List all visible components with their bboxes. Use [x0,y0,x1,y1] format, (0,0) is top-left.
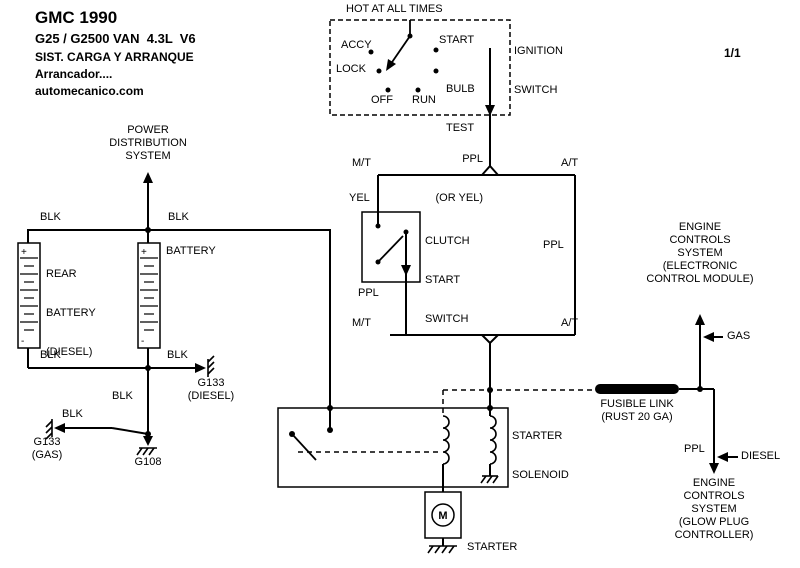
wire-label-ppl-at: PPL [543,239,564,251]
wire-label-blk-low-left: BLK [40,349,61,361]
ignition-switch-label: IGNITION SWITCH [514,19,563,110]
wire-label-blk-bus-left: BLK [40,211,61,223]
g108-ground-icon [136,436,157,456]
dashed-wires [298,389,595,453]
solenoid-ground-icon [480,475,499,484]
label-line: CONTROLS [683,490,745,502]
engine-controls-glow-label: ENGINE CONTROLS SYSTEM (GLOW PLUG CONTRO… [646,477,782,542]
rear-battery-minus-sign: - [21,336,24,347]
rear-battery-label: REAR BATTERY (DIESEL) [46,242,96,372]
starter-solenoid-label: STARTER SOLENOID [512,404,569,495]
rear-battery-plus-sign: + [21,247,27,258]
page-number: 1/1 [724,46,741,60]
junction-dots [145,227,703,437]
main-battery-label: BATTERY [166,245,216,257]
fusible-link-label: FUSIBLE LINK (RUST 20 GA) [577,398,697,424]
wires [27,48,738,546]
engine-controls-ecm-label: ENGINE CONTROLS SYSTEM (ELECTRONIC CONTR… [632,221,768,286]
starter-motor-symbol: M [424,491,462,554]
motor-m-symbol: M [438,510,447,522]
label-line: SWITCH [514,84,558,96]
label-line: CONTROL MODULE) [646,273,754,285]
flow-arrows [143,105,728,474]
label-line: G133 [33,436,61,448]
label-line: PPL [462,153,483,165]
label-line: (DIESEL) [187,390,235,402]
label-line: SOLENOID [512,469,569,481]
label-line: SYSTEM [125,150,171,162]
label-line: (GAS) [31,449,63,461]
fusible-link-icon [595,384,679,394]
label-line: (DIESEL) [46,346,93,358]
label-line: CLUTCH [425,235,470,247]
ignition-pos-off: OFF [371,94,393,106]
g133-diesel-ground-icon [195,355,215,377]
clutch-start-switch-label: CLUTCH START SWITCH [425,209,470,339]
power-distribution-label: POWER DISTRIBUTION SYSTEM [88,124,208,163]
gas-label: GAS [727,330,751,342]
wire-label-at-lower: A/T [561,317,579,329]
g133-gas-label: G133 (GAS) [18,436,76,462]
ignition-pos-start: START [439,34,475,46]
wire-label-mt-lower: M/T [352,317,371,329]
label-line: ENGINE [678,221,722,233]
starter-motor-label: STARTER MOTOR [467,515,517,568]
ignition-pos-bulb-test: BULB TEST [446,57,475,148]
diesel-label: DIESEL [741,450,781,462]
wire-label-ppl-or-yel: PPL (OR YEL) [425,127,483,218]
label-line: CONTROLS [669,234,731,246]
vehicle-title: GMC 1990 [35,8,118,27]
label-line: SYSTEM [691,503,737,515]
label-line: FUSIBLE LINK [600,398,674,410]
label-line: (RUST 20 GA) [601,411,673,423]
label-line: POWER [127,124,169,136]
label-line: CONTROLLER) [674,529,754,541]
wire-label-ppl-mt: PPL [358,287,379,299]
system-title: SIST. CARGA Y ARRANQUE [35,50,194,64]
label-line: G133 [197,377,225,389]
rear-battery-symbol: + - [17,242,41,349]
g108-label: G108 [134,456,162,468]
main-battery-plus-sign: + [141,247,147,258]
label-line: SWITCH [425,313,469,325]
component-title: Arrancador.... [35,67,113,81]
wire-label-ppl-glow: PPL [684,443,705,455]
motor-ground-icon [427,545,457,554]
label-line: STARTER [467,541,518,553]
label-line: BATTERY [46,307,96,319]
label-line: (GLOW PLUG [678,516,750,528]
wire-label-blk-gas: BLK [62,408,83,420]
g133-diesel-label: G133 (DIESEL) [180,377,242,403]
starter-solenoid-symbol [277,405,509,488]
label-line: DISTRIBUTION [109,137,187,149]
g133-gas-ground-icon [45,419,65,440]
label-line: STARTER [512,430,563,442]
ignition-pos-accy: ACCY [341,39,372,51]
site-name: automecanico.com [35,84,144,98]
label-line: SYSTEM [677,247,723,259]
wire-label-blk-low-right: BLK [167,349,188,361]
ignition-pos-lock: LOCK [336,63,366,75]
label-line: IGNITION [514,45,563,57]
label-line: TEST [446,122,475,134]
wire-label-yel: YEL [349,192,370,204]
label-line: (OR YEL) [435,192,483,204]
vehicle-subtitle: G25 / G2500 VAN 4.3L V6 [35,31,196,46]
main-battery-symbol: + - [137,242,161,349]
ignition-switch-symbol [329,19,511,116]
label-line: (ELECTRONIC [662,260,738,272]
label-line: REAR [46,268,77,280]
hot-at-all-times-label: HOT AT ALL TIMES [346,3,443,15]
wire-label-blk-neg: BLK [112,390,133,402]
wire-label-blk-bus-right: BLK [168,211,189,223]
ignition-pos-run: RUN [412,94,436,106]
main-battery-minus-sign: - [141,336,144,347]
clutch-start-switch-symbol [361,211,421,283]
wire-label-mt-upper: M/T [352,157,371,169]
label-line: ENGINE [692,477,736,489]
wire-label-at-upper: A/T [561,157,579,169]
label-line: BULB [446,83,475,95]
label-line: START [425,274,461,286]
